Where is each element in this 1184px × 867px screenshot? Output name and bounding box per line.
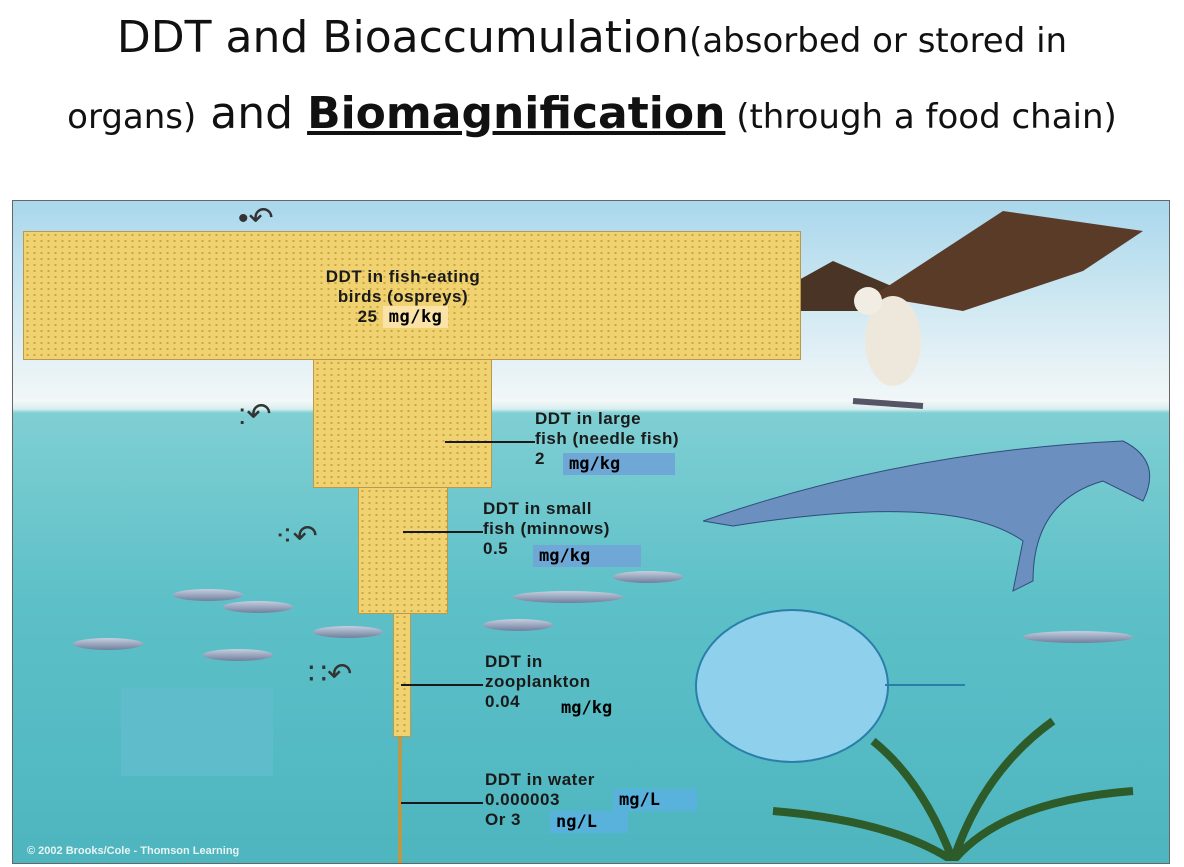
water-label: DDT in water 0.000003 Or 3 [485,770,595,829]
minnow-icon [513,591,623,603]
leader-line [403,531,483,533]
slide-title-line2: organs) and Biomagnification (through a … [0,88,1184,139]
minnow-icon [173,589,243,601]
zooplankton-ddt-block [393,613,411,737]
minnow-icon [613,571,683,583]
minnow-icon [203,649,273,661]
needle-fish-icon [703,440,1151,592]
minnow-icon [483,619,553,631]
title-subtext-end: organs) [67,97,197,137]
plankton-pointer [885,684,965,686]
large-fish-ddt-block [313,359,492,488]
seaweed-icon [772,717,1134,861]
leader-line [401,684,483,686]
minnow-icon [223,601,293,613]
blank-overlay [121,688,273,776]
slide-title-line1: DDT and Bioaccumulation(absorbed or stor… [0,12,1184,63]
water-ddt-line [398,736,402,863]
large-fish-unit: mg/kg [563,453,675,475]
osprey-ddt-block [23,231,801,360]
zooplankton-unit: mg/kg [561,698,613,718]
osprey-unit: mg/kg [382,306,449,328]
title-subtext: (absorbed or stored in [689,21,1068,61]
leader-line [445,441,535,443]
excretion-arrow-icon: ⁖↶ [275,520,318,553]
zooplankton-magnified-icon [695,609,889,763]
water-alt-unit: ng/L [550,811,628,833]
excretion-arrow-icon: :↶ [238,398,272,431]
title-biomagnification: Biomagnification [307,88,726,139]
small-fish-unit: mg/kg [533,545,641,567]
copyright-text: © 2002 Brooks/Cole - Thomson Learning [27,845,240,857]
title-and: and [196,88,308,139]
excretion-arrow-icon: •↶ [238,202,274,235]
leader-line [401,802,483,804]
excretion-arrow-icon: ∷↶ [308,658,353,691]
minnow-icon [313,626,383,638]
small-fish-ddt-block [358,487,448,614]
minnow-icon [1023,631,1133,643]
title-food-chain: (through a food chain) [725,97,1117,137]
water-unit: mg/L [613,789,697,811]
minnow-icon [73,638,143,650]
title-main: DDT and Bioaccumulation [116,12,690,63]
